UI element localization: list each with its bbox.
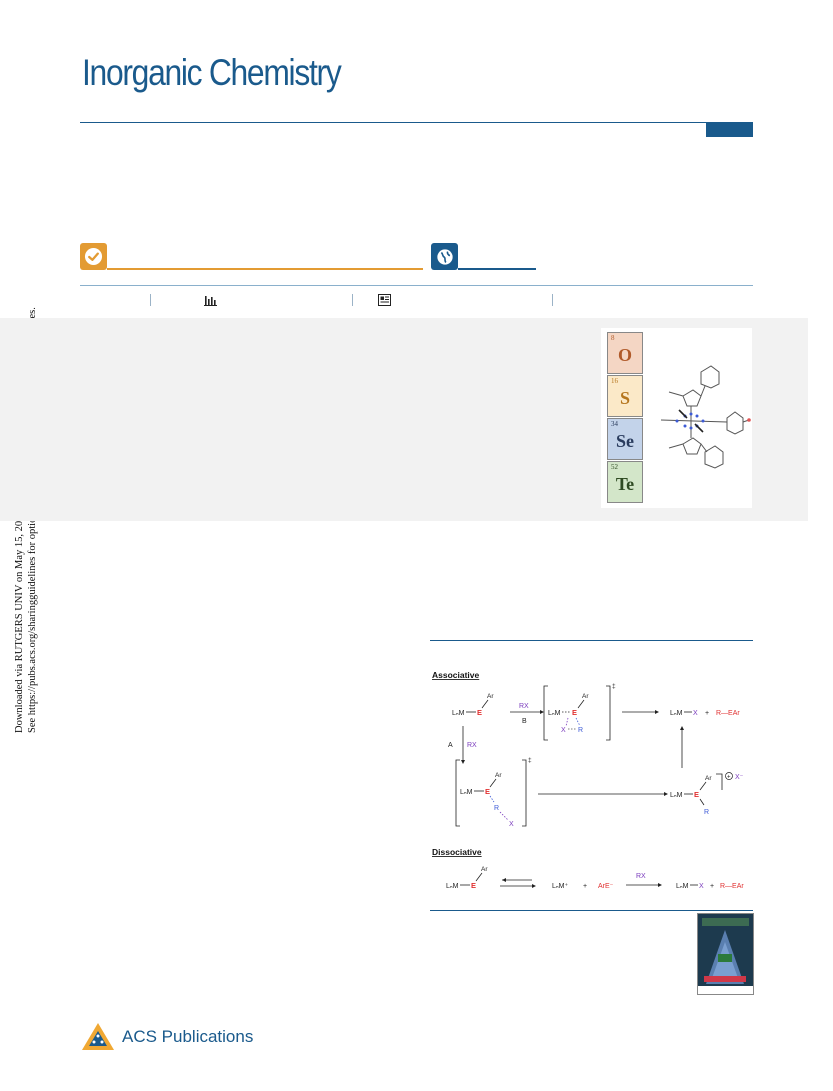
svg-text:+: + [727,775,731,781]
publisher-name: ACS Publications [122,1027,254,1046]
cite-badge-rule [107,268,423,270]
prod-lnm: LₙM [670,710,683,717]
metrics-bar [80,285,753,320]
article-icon[interactable] [378,294,391,306]
element-number: 52 [611,463,618,471]
element-number: 8 [611,334,615,342]
open-access-badge[interactable] [431,243,458,270]
int-e: E [694,790,699,799]
element-symbol: O [617,345,632,365]
ts-b-e: E [572,708,577,717]
lnm-label: LₙM [452,710,465,717]
scheme-top-rule [430,640,753,641]
molecule-structure [660,365,751,469]
dagger-b: ‡ [612,683,616,690]
a-label: A [448,742,453,749]
cover-art [698,914,753,994]
globe-icon [436,248,453,265]
scheme-bottom-rule [430,910,753,911]
diss-rx: RX [636,873,646,880]
ts-b-ar: Ar [582,693,589,700]
diss-lnm: LₙM [446,883,459,890]
ts-a-r: R [494,805,499,812]
diss-lnm-plus: LₙM⁺ [552,883,569,890]
e-label: E [477,708,482,717]
prod-plus: + [705,710,709,717]
rx-label-a: RX [467,742,477,749]
element-number: 34 [611,420,618,428]
diss-plus: + [583,883,587,890]
check-circle-icon [84,247,103,266]
download-notice: Downloaded via RUTGERS UNIV on May 15, 2… [0,0,40,1091]
cite-badge[interactable] [80,243,107,270]
diss-ar: Ar [481,866,488,873]
ts-a-ar: Ar [495,772,502,779]
associative-heading: Associative [432,670,480,680]
element-number: 16 [611,377,618,385]
diss-are-minus: ArE⁻ [598,883,614,890]
section-tag [706,123,753,137]
metrics-separator [352,294,353,306]
ts-a-lnm: LₙM [460,789,473,796]
ts-b-lnm: LₙM [548,710,561,717]
acs-triangle-logo-icon [82,1023,114,1050]
dissociative-heading: Dissociative [432,847,482,857]
metrics-separator [150,294,151,306]
rx-label: RX [519,703,529,710]
diss-e: E [471,881,476,890]
b-label: B [522,718,527,725]
ts-b-r: R [578,727,583,734]
bar-chart-icon[interactable] [204,294,217,306]
ts-a-e: E [485,787,490,796]
metrics-separator [552,294,553,306]
diss-prod-plus: + [710,883,714,890]
dagger-a: ‡ [528,757,532,764]
element-symbol: S [619,388,630,408]
element-symbol: Se [616,431,634,451]
prod-x: X [693,710,698,717]
diss-prod-x: X [699,883,704,890]
int-x-minus: X⁻ [735,774,744,781]
reaction-scheme: Associative LₙM E Ar RX B ‡ LₙM E Ar X R… [430,668,755,898]
diss-prod-lnm: LₙM [676,883,689,890]
int-r: R [704,809,709,816]
journal-title[interactable]: Inorganic Chemistry [82,52,342,93]
int-lnm: LₙM [670,792,683,799]
header-rule [80,122,753,123]
int-ar: Ar [705,775,712,782]
ts-b-x: X [561,727,566,734]
prod-rear: R—EAr [716,710,740,717]
diss-prod-rear: R—EAr [720,883,744,890]
open-access-badge-rule [458,268,536,270]
journal-cover-thumbnail[interactable] [697,913,754,995]
element-symbol: Te [615,474,635,494]
ts-a-x: X [509,821,514,828]
publisher-logo[interactable]: ACS Publications [80,1022,253,1052]
ar-label: Ar [487,693,494,700]
